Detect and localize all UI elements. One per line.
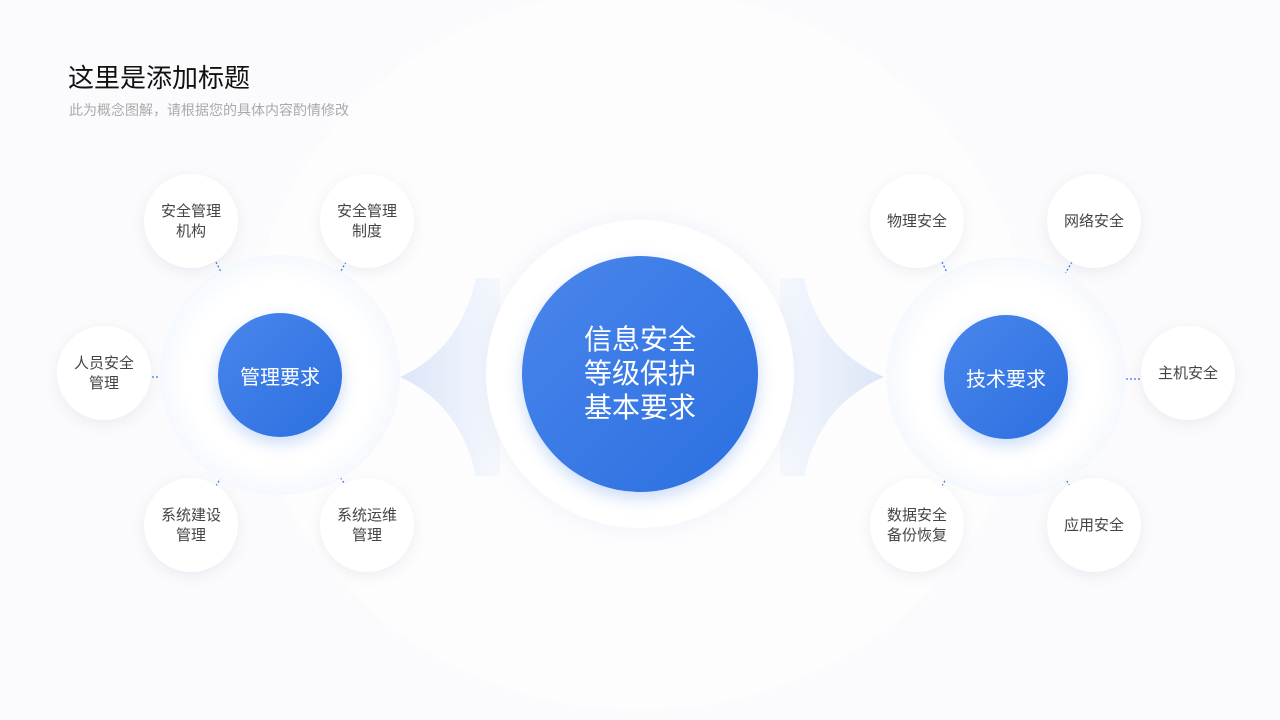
node-security-org: 安全管理 机构 <box>144 174 238 268</box>
node-personnel-security: 人员安全 管理 <box>57 326 151 420</box>
node-application-security: 应用安全 <box>1047 478 1141 572</box>
node-network-security: 网络安全 <box>1047 174 1141 268</box>
page-subtitle: 此为概念图解，请根据您的具体内容酌情修改 <box>69 103 349 119</box>
node-security-policy: 安全管理 制度 <box>320 174 414 268</box>
node-host-security: 主机安全 <box>1141 326 1235 420</box>
node-system-construction: 系统建设 管理 <box>144 478 238 572</box>
left-connector <box>400 278 500 476</box>
center-node: 信息安全 等级保护 基本要求 <box>522 256 758 492</box>
node-physical-security: 物理安全 <box>870 174 964 268</box>
node-system-operation: 系统运维 管理 <box>320 478 414 572</box>
page-title: 这里是添加标题 <box>68 64 251 94</box>
management-hub: 管理要求 <box>218 313 342 437</box>
right-connector <box>780 278 884 476</box>
node-data-backup: 数据安全 备份恢复 <box>870 478 964 572</box>
technical-hub: 技术要求 <box>944 315 1068 439</box>
